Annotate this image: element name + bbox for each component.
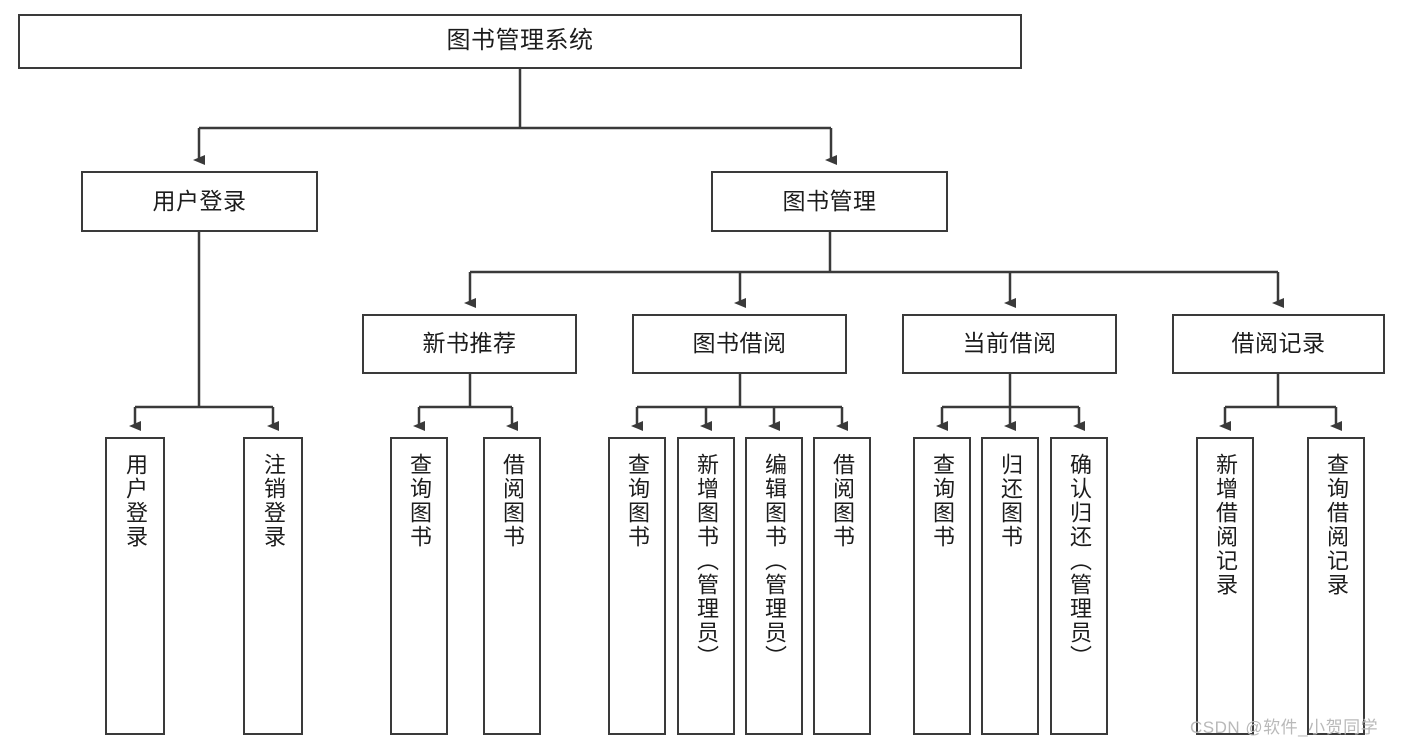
node-label: 注销登录	[260, 453, 286, 549]
node-label: 归还图书	[997, 453, 1023, 549]
node-new-book-recommendation[interactable]: 新书推荐	[362, 314, 577, 374]
node-root-system[interactable]: 图书管理系统	[18, 14, 1022, 69]
leaf-user-logout[interactable]: 注销登录	[243, 437, 303, 735]
leaf-add-book-admin[interactable]: 新增图书（管理员）	[677, 437, 735, 735]
node-book-management[interactable]: 图书管理	[711, 171, 948, 232]
node-book-borrowing[interactable]: 图书借阅	[632, 314, 847, 374]
node-label: 借阅图书	[499, 453, 525, 549]
leaf-query-book-recommendation[interactable]: 查询图书	[390, 437, 448, 735]
node-label: 确认归还（管理员）	[1066, 453, 1092, 669]
node-label: 查询图书	[624, 453, 650, 549]
node-borrowing-record[interactable]: 借阅记录	[1172, 314, 1385, 374]
node-label: 新增图书（管理员）	[693, 453, 719, 669]
leaf-query-book-borrowing[interactable]: 查询图书	[608, 437, 666, 735]
node-label: 用户登录	[152, 187, 247, 214]
node-label: 查询图书	[929, 453, 955, 549]
node-label: 新增借阅记录	[1212, 453, 1238, 597]
leaf-query-borrow-record[interactable]: 查询借阅记录	[1307, 437, 1365, 735]
leaf-confirm-return-admin[interactable]: 确认归还（管理员）	[1050, 437, 1108, 735]
node-label: 借阅记录	[1231, 330, 1326, 357]
node-label: 新书推荐	[422, 330, 517, 357]
leaf-borrow-book-borrowing[interactable]: 借阅图书	[813, 437, 871, 735]
node-label: 图书借阅	[692, 330, 787, 357]
node-label: 用户登录	[122, 453, 148, 549]
leaf-return-book[interactable]: 归还图书	[981, 437, 1039, 735]
node-current-borrowing[interactable]: 当前借阅	[902, 314, 1117, 374]
node-label: 查询图书	[406, 453, 432, 549]
node-label: 借阅图书	[829, 453, 855, 549]
node-user-login[interactable]: 用户登录	[81, 171, 318, 232]
leaf-add-borrow-record[interactable]: 新增借阅记录	[1196, 437, 1254, 735]
leaf-user-login[interactable]: 用户登录	[105, 437, 165, 735]
leaf-edit-book-admin[interactable]: 编辑图书（管理员）	[745, 437, 803, 735]
leaf-query-book-current[interactable]: 查询图书	[913, 437, 971, 735]
node-label: 当前借阅	[962, 330, 1057, 357]
csdn-watermark: CSDN @软件_小贺同学	[1190, 718, 1379, 737]
node-label: 图书管理	[782, 187, 877, 214]
leaf-borrow-book-recommendation[interactable]: 借阅图书	[483, 437, 541, 735]
node-label: 查询借阅记录	[1323, 453, 1349, 597]
node-label: 图书管理系统	[446, 27, 594, 55]
node-label: 编辑图书（管理员）	[761, 453, 787, 669]
